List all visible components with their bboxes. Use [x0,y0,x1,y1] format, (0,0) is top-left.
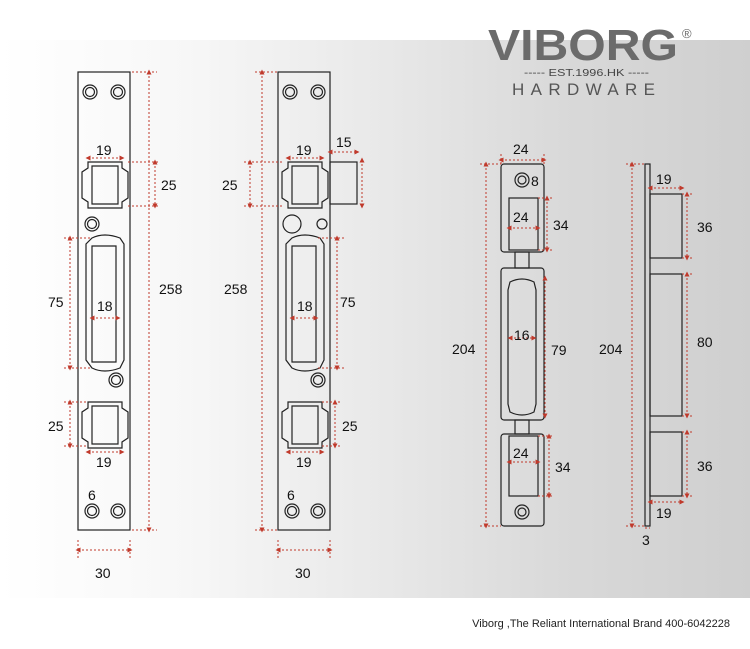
top-slot [508,197,539,251]
screw-hole [284,503,300,519]
dimensions-side [626,161,692,529]
dim-bottom-slot-w: 24 [513,445,529,461]
dim-thickness: 3 [642,532,650,548]
middle-slot [507,278,537,416]
top-slot [281,161,329,209]
top-slot [81,161,129,209]
dimensions-left [64,69,160,558]
brand-tagline: HARDWARE [512,80,658,99]
dim-top-box-h: 36 [697,219,713,235]
dim-width: 30 [95,565,111,581]
dim-top-slot-h: 25 [222,177,238,193]
dim-length: 258 [224,281,248,297]
dim-top-slot-h: 34 [553,217,569,233]
dim-bottom-slot-w: 19 [296,454,312,470]
dim-bottom-slot-h: 25 [342,418,358,434]
middle-slot [85,234,125,372]
dimensions-right [244,69,365,558]
dim-width: 24 [513,141,529,157]
bottom-box [649,431,683,497]
brand-logo: VIBORG ® ----- EST.1996.HK ----- HARDWAR… [488,21,692,99]
dim-length: 204 [452,341,476,357]
screw-hole [514,172,530,188]
dim-bottom-slot-h: 34 [555,459,571,475]
screw-hole [310,372,326,388]
screw-hole [110,84,126,100]
screw-hole [310,503,326,519]
dimension-labels-front: 24 8 24 34 204 16 79 24 34 [452,141,571,475]
dim-top-slot-w: 19 [96,142,112,158]
dim-bottom-slot-w: 19 [96,454,112,470]
dim-length: 258 [159,281,183,297]
screw-hole [282,84,298,100]
dim-mid-slot-w: 18 [297,298,313,314]
plate-outline [77,71,131,531]
brand-established: ----- EST.1996.HK ----- [524,68,649,79]
connector [514,419,530,435]
dim-length: 204 [599,341,623,357]
screw-hole [310,84,326,100]
dim-top-slot-w: 19 [296,142,312,158]
dim-top-slot-w: 24 [513,209,529,225]
screw-hole [282,214,302,234]
bottom-slot [281,401,329,449]
dim-tab: 15 [336,134,352,150]
dim-mid-slot-h: 79 [551,342,567,358]
plate-outline [277,71,331,531]
top-box [649,193,683,259]
dim-mid-slot-w: 16 [514,327,530,343]
dim-mid-slot-h: 75 [340,294,356,310]
screw-hole [110,503,126,519]
dim-bottom-slot-h: 25 [48,418,64,434]
screw-hole [514,504,530,520]
dimensions-front [480,154,554,529]
dim-hole: 8 [531,173,539,189]
dim-top-slot-h: 25 [161,177,177,193]
dim-width: 30 [295,565,311,581]
strike-plate-left [77,71,131,531]
dim-bottom-box-h: 36 [697,458,713,474]
screw-hole [316,218,328,230]
brand-name: VIBORG [488,21,678,70]
footer-text: Viborg ,The Reliant International Brand … [472,618,730,630]
dim-mid-slot-h: 75 [48,294,64,310]
back-plate [644,163,651,527]
brushed-metal-background [0,40,750,598]
screw-hole [84,216,100,232]
dim-mid-slot-w: 18 [97,298,113,314]
connector [514,251,530,269]
middle-box [649,273,683,417]
bottom-slot [81,401,129,449]
dim-hole: 6 [287,487,295,503]
dimension-labels-right: 258 30 19 15 25 75 18 25 19 6 [222,134,358,581]
screw-hole [84,503,100,519]
screw-hole [108,372,124,388]
dim-top-box-w: 19 [656,171,672,187]
bottom-section [500,433,545,527]
dim-bottom-box-w: 19 [656,505,672,521]
dimension-labels-left: 258 30 19 25 75 18 25 19 6 [48,142,183,581]
screw-hole [82,84,98,100]
dim-hole: 6 [88,487,96,503]
strike-side-view [644,163,683,527]
registered-mark: ® [682,26,692,41]
bottom-slot [508,435,539,497]
strike-tab [329,161,358,205]
dim-mid-box-h: 80 [697,334,713,350]
dimension-labels-side: 204 19 36 80 36 19 3 [599,171,713,548]
